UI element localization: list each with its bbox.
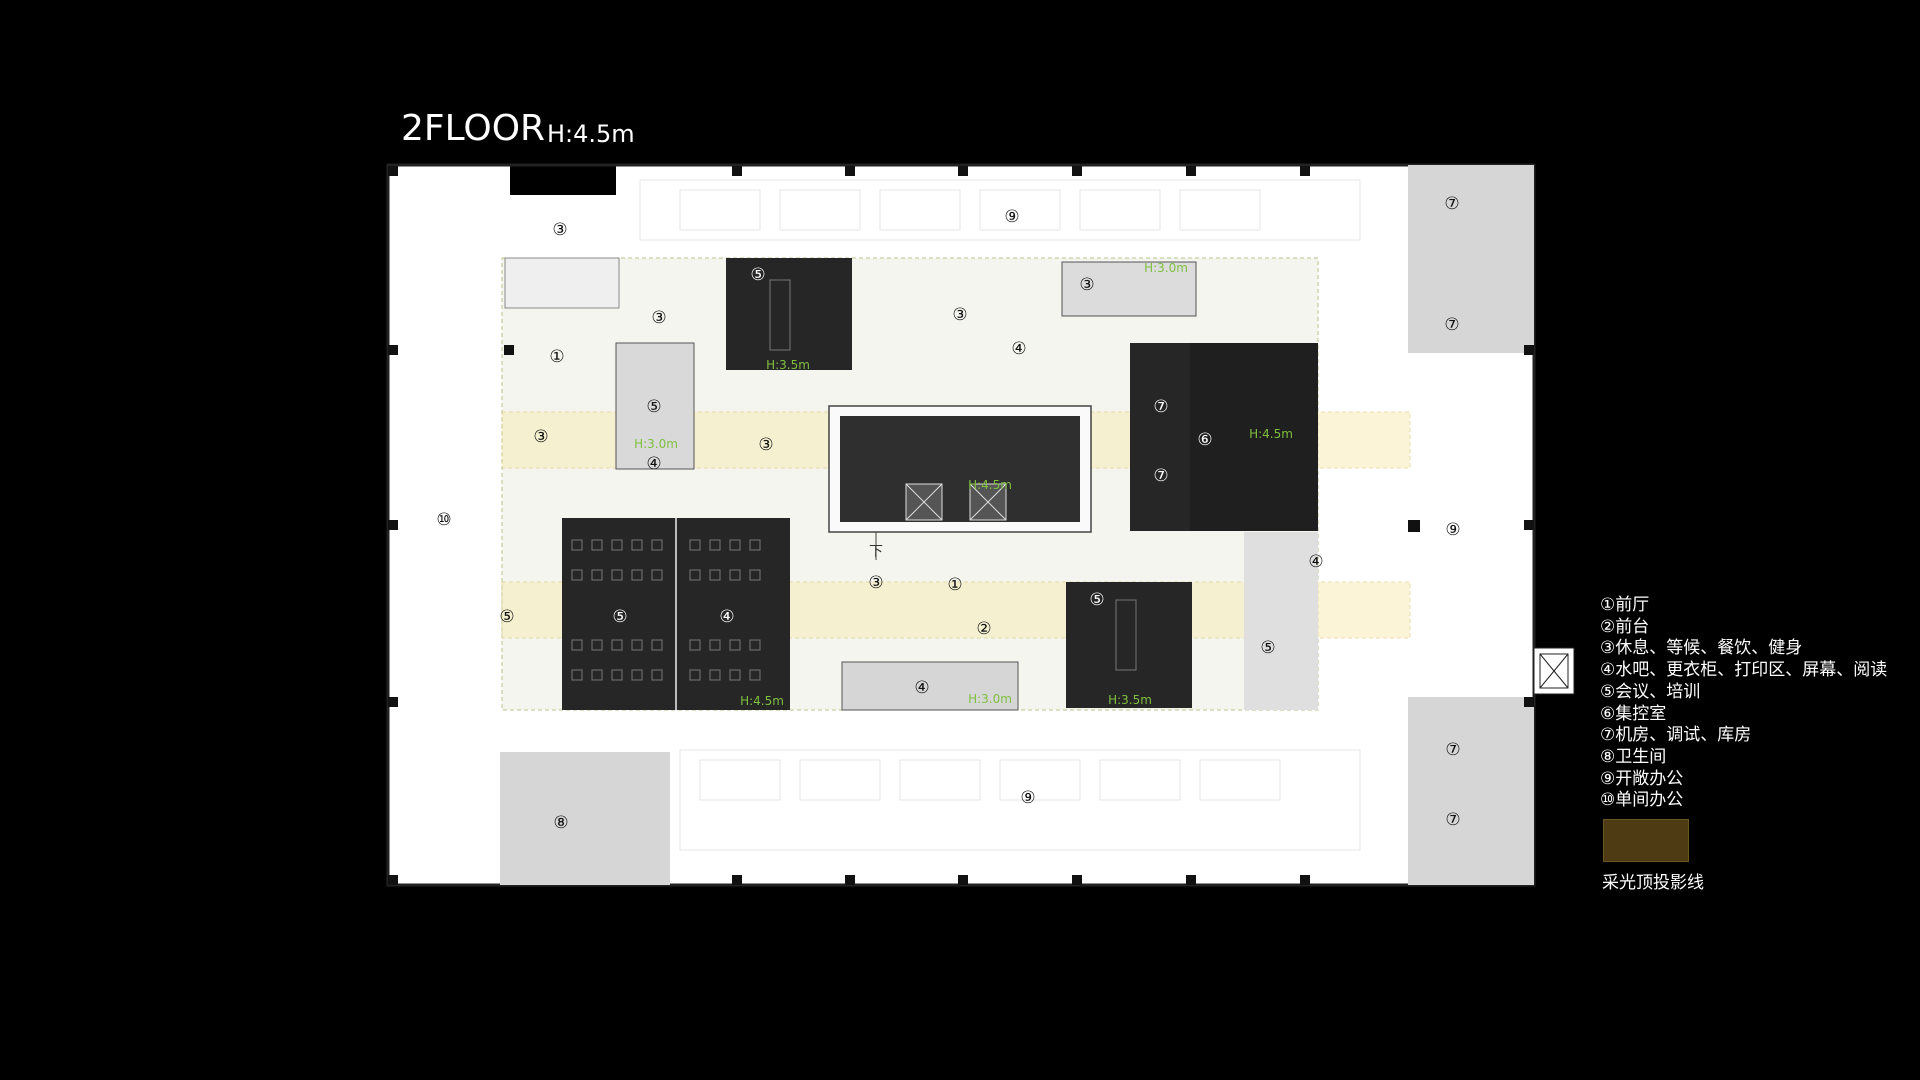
open-office-furniture xyxy=(639,179,1361,851)
height-label: H:3.0m xyxy=(968,692,1012,706)
room-marker: ③ xyxy=(1079,275,1094,295)
room-marker: ① xyxy=(947,575,962,595)
room-marker: ⑦ xyxy=(1444,315,1459,335)
legend-item: ⑤会议、培训 xyxy=(1600,681,1701,702)
room-marker: ⑨ xyxy=(1445,520,1460,540)
legend-item: ⑩单间办公 xyxy=(1600,790,1684,811)
room-markers: ③ ⑨ ⑦ ⑤ ③ ③ ③ ① ④ ⑦ ⑤ ③ ③ ⑦ ⑥ ④ ⑦ ⑩ ⑨ ④ … xyxy=(436,194,1460,833)
room-marker: ④ xyxy=(914,678,929,698)
room-marker: ⑤ xyxy=(612,607,627,627)
height-labels: H:3.0m H:3.5m H:3.0m H:4.5m H:4.5m H:4.5… xyxy=(634,261,1293,708)
room-marker: ⑩ xyxy=(436,510,451,530)
room-marker: ⑦ xyxy=(1444,194,1459,214)
room-marker: ① xyxy=(549,347,564,367)
legend-item: ⑦机房、调试、库房 xyxy=(1600,725,1752,746)
legend-item: ④水吧、更衣柜、打印区、屏幕、阅读 xyxy=(1600,660,1888,681)
skylight-legend-label: 采光顶投影线 xyxy=(1602,873,1704,893)
room-marker: ⑤ xyxy=(1089,590,1104,610)
room-marker: ⑦ xyxy=(1445,810,1460,830)
structural-columns xyxy=(388,166,1534,885)
exterior-elevator xyxy=(1533,647,1575,695)
room-marker: ④ xyxy=(646,454,661,474)
height-label: H:3.5m xyxy=(766,358,810,372)
legend-item: ①前厅 xyxy=(1600,595,1650,615)
legend: ①前厅 ②前台 ③休息、等候、餐饮、健身 ④水吧、更衣柜、打印区、屏幕、阅读 ⑤… xyxy=(1600,595,1887,812)
room-marker: ④ xyxy=(719,607,734,627)
plan-title: 2FLOOR xyxy=(401,108,546,149)
room-marker: ③ xyxy=(758,435,773,455)
room-marker: ④ xyxy=(1308,552,1323,572)
room-marker: ⑤ xyxy=(499,607,514,627)
room-marker: ⑧ xyxy=(553,813,568,833)
stair-down-label: 下 xyxy=(869,544,883,560)
legend-item: ⑨开敞办公 xyxy=(1600,768,1684,789)
height-label: H:3.0m xyxy=(1144,261,1188,275)
room-marker: ⑨ xyxy=(1020,788,1035,808)
room-marker: ⑥ xyxy=(1197,430,1212,450)
room-marker: ④ xyxy=(1011,339,1026,359)
room-marker: ⑦ xyxy=(1153,397,1168,417)
seating-grid xyxy=(571,279,1137,681)
legend-item: ②前台 xyxy=(1600,616,1650,637)
legend-item: ⑧卫生间 xyxy=(1600,746,1667,767)
height-label: H:4.5m xyxy=(1249,427,1293,441)
room-marker: ② xyxy=(976,619,991,639)
floor-height-label: H:4.5m xyxy=(547,120,635,148)
height-label: H:3.5m xyxy=(1108,693,1152,707)
stair-elevator-core xyxy=(828,405,1092,560)
room-marker: ③ xyxy=(533,427,548,447)
room-marker: ⑤ xyxy=(750,265,765,285)
legend-item: ③休息、等候、餐饮、健身 xyxy=(1600,638,1803,659)
service-rooms xyxy=(500,165,1534,885)
room-marker: ③ xyxy=(552,220,567,240)
room-marker: ③ xyxy=(952,305,967,325)
room-marker: ⑦ xyxy=(1153,466,1168,486)
room-marker: ⑦ xyxy=(1445,740,1460,760)
room-marker: ③ xyxy=(868,573,883,593)
height-label: H:4.5m xyxy=(740,694,784,708)
legend-item: ⑥集控室 xyxy=(1600,703,1667,724)
room-marker: ⑤ xyxy=(646,397,661,417)
room-marker: ⑤ xyxy=(1260,638,1275,658)
height-label: H:4.5m xyxy=(968,478,1012,492)
height-label: H:3.0m xyxy=(634,437,678,451)
room-marker: ③ xyxy=(651,308,666,328)
room-marker: ⑨ xyxy=(1004,207,1019,227)
skylight-legend-swatch xyxy=(1603,819,1689,862)
